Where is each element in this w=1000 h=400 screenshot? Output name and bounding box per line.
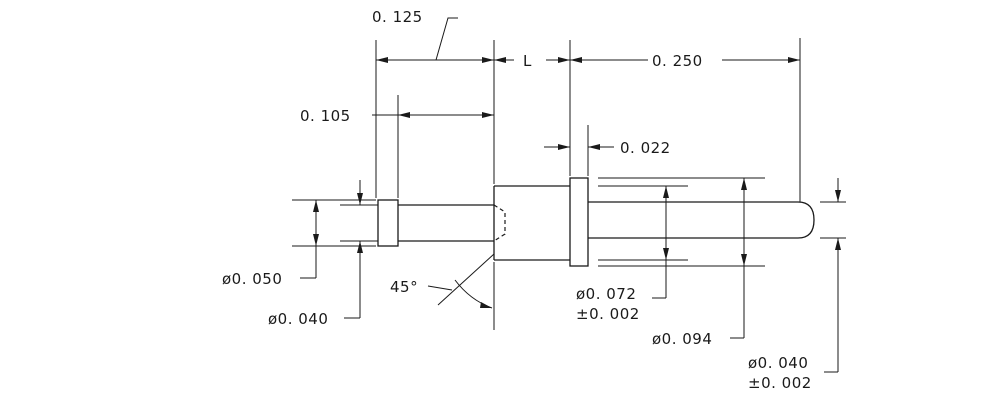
chamfer-angle-line <box>437 253 495 306</box>
chamfer-bore-hidden <box>493 204 506 242</box>
dimension-lines <box>300 17 841 373</box>
label-dia-0040-left: ø0. 040 <box>268 310 328 328</box>
label-dia-0094: ø0. 094 <box>652 330 712 348</box>
label-tol-0072: ±0. 002 <box>576 305 640 323</box>
left-collar <box>377 199 399 247</box>
label-0125: 0. 125 <box>372 8 423 26</box>
label-dia-0040-right: ø0. 040 <box>748 354 808 372</box>
extension-lines <box>292 38 846 330</box>
dim-0125-leader <box>435 17 458 61</box>
label-45-degrees: 45° <box>390 278 418 296</box>
part-outline <box>377 177 815 267</box>
dimension-labels: 0. 125 L 0. 250 0. 105 0. 022 45° ø0. 05… <box>222 8 812 392</box>
label-0105: 0. 105 <box>300 107 351 125</box>
right-pin-rounded-tip <box>797 201 815 239</box>
label-0250: 0. 250 <box>652 52 703 70</box>
label-tol-0040-right: ±0. 002 <box>748 374 812 392</box>
flange <box>569 177 589 267</box>
label-L: L <box>523 52 532 70</box>
label-dia-0072: ø0. 072 <box>576 285 636 303</box>
label-dia-0050: ø0. 050 <box>222 270 282 288</box>
label-0022: 0. 022 <box>620 139 671 157</box>
